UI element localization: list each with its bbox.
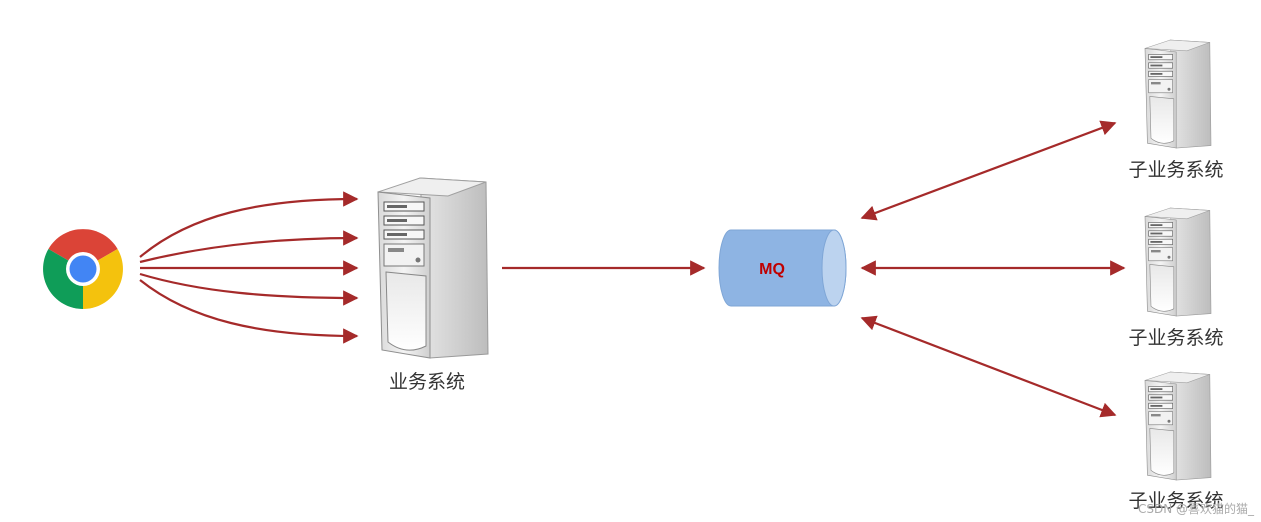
request-arrow-4 bbox=[139, 272, 359, 306]
request-arrow-1 bbox=[139, 191, 359, 258]
sub-system-label-2: 子业务系统 bbox=[1128, 327, 1223, 349]
subscribe-arrow-3 bbox=[860, 315, 1117, 418]
subscribe-arrow-1 bbox=[860, 120, 1117, 221]
sub-system-label-1: 子业务系统 bbox=[1128, 159, 1223, 181]
watermark: CSDN @喜欢猫的猫_ bbox=[1138, 501, 1255, 516]
chrome-browser-icon bbox=[43, 229, 123, 309]
sub-system-label-3: 子业务系统 bbox=[1128, 490, 1223, 512]
mq-label: MQ bbox=[759, 261, 785, 278]
mq-cylinder bbox=[718, 229, 847, 307]
server-tower-icon bbox=[377, 177, 489, 359]
server-tower-icon bbox=[1144, 39, 1212, 149]
request-arrow-2 bbox=[139, 230, 359, 264]
server-tower-icon bbox=[1144, 207, 1212, 317]
subscribe-arrows bbox=[860, 120, 1126, 418]
main-system-label: 业务系统 bbox=[389, 371, 465, 393]
request-arrows bbox=[139, 191, 359, 344]
server-tower-icon bbox=[1144, 371, 1212, 481]
request-arrow-5 bbox=[139, 279, 359, 344]
